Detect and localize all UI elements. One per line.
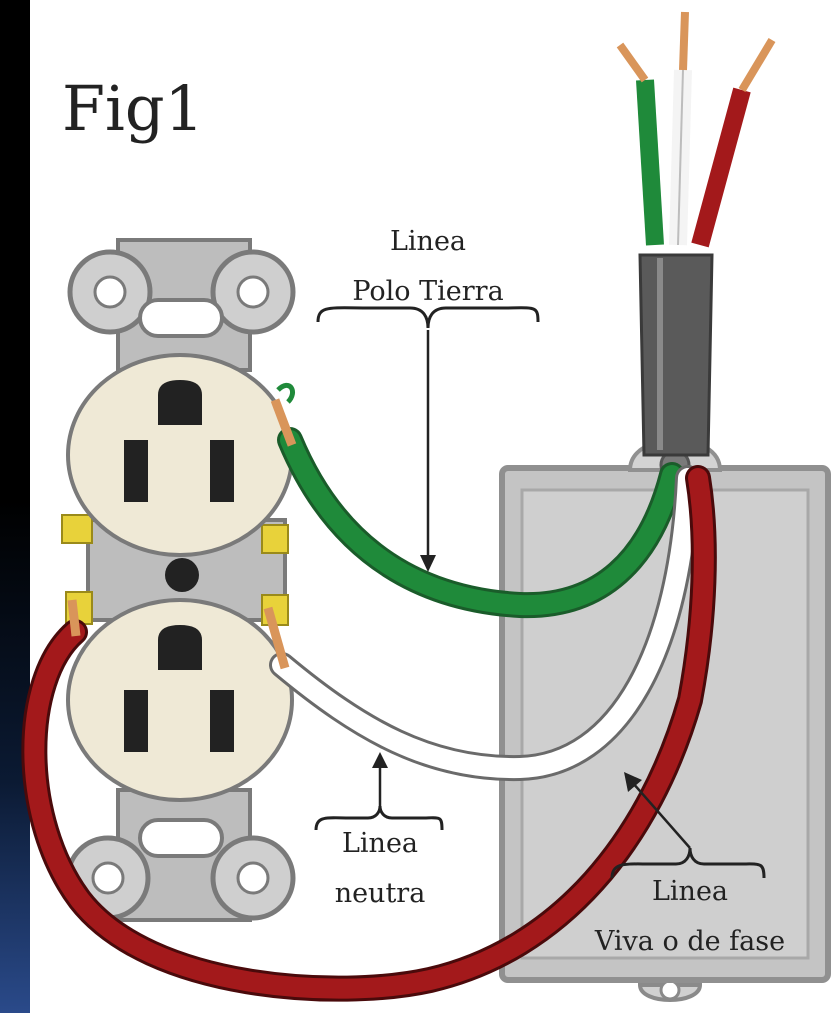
- figure-title: Fig1: [62, 72, 204, 145]
- ground-wire: [270, 382, 685, 619]
- neutral-label-line1: Linea: [342, 828, 418, 859]
- duplex-receptacle-icon: [61, 238, 296, 922]
- hot-wire: [21, 465, 717, 1002]
- ground-label-line1: Linea: [390, 226, 466, 257]
- hot-label-line1: Linea: [652, 876, 728, 907]
- cable-icon: [616, 11, 776, 457]
- ground-callout: Linea Polo Tierra: [316, 226, 540, 572]
- neutral-callout: Linea neutra: [314, 752, 444, 909]
- hot-callout: Linea Viva o de fase: [594, 772, 785, 957]
- neutral-wire: [263, 465, 701, 782]
- ground-label-line2: Polo Tierra: [352, 276, 503, 307]
- neutral-label-line2: neutra: [335, 878, 426, 909]
- hot-label-line2: Viva o de fase: [594, 926, 785, 957]
